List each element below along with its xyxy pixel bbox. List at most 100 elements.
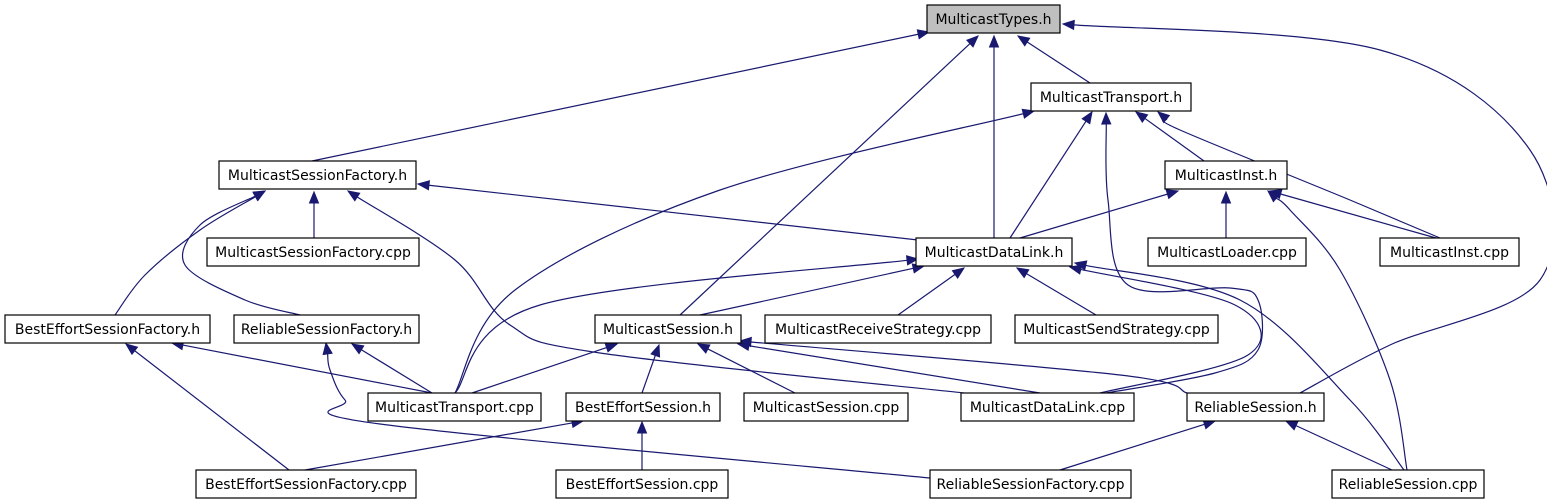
edge-line — [454, 259, 908, 394]
file-node[interactable]: MulticastSession.h — [594, 314, 742, 344]
file-node[interactable]: MulticastSessionFactory.cpp — [206, 237, 420, 267]
edge-line — [304, 422, 573, 471]
file-node[interactable]: BestEffortSessionFactory.h — [4, 314, 211, 344]
file-node[interactable]: ReliableSessionFactory.cpp — [929, 469, 1132, 499]
edge-line — [1059, 423, 1205, 471]
edge-line — [1280, 193, 1437, 239]
dependency-edge — [1134, 111, 1205, 162]
dependency-edge — [1268, 189, 1437, 239]
file-node-label: ReliableSession.h — [1194, 400, 1316, 416]
edge-line — [1144, 117, 1205, 162]
edge-line — [699, 267, 914, 316]
edge-arrowhead — [1016, 35, 1031, 47]
file-node-label: BestEffortSessionFactory.cpp — [205, 477, 407, 493]
edge-line — [641, 355, 656, 394]
dependency-edge — [311, 29, 931, 162]
file-node[interactable]: BestEffortSession.h — [565, 392, 721, 422]
edge-arrowhead — [1068, 264, 1083, 275]
edge-line — [134, 350, 290, 471]
file-node-box — [367, 392, 542, 422]
edge-arrowhead — [738, 336, 752, 348]
edge-arrowhead — [636, 420, 648, 434]
file-node-label: MulticastReceiveStrategy.cpp — [775, 322, 981, 338]
file-node-box — [1147, 237, 1307, 267]
file-node[interactable]: MulticastLoader.cpp — [1147, 237, 1307, 267]
edge-arrowhead — [696, 343, 711, 354]
dependency-edge — [308, 190, 320, 238]
edge-line — [707, 348, 796, 394]
dependency-edge — [696, 343, 796, 394]
file-node[interactable]: MulticastInst.cpp — [1379, 237, 1520, 267]
edge-line — [428, 184, 919, 241]
file-node: MulticastTypes.h — [926, 4, 1061, 34]
dependency-edge — [124, 343, 290, 471]
dependency-edge — [1059, 419, 1217, 471]
dependency-edge — [636, 420, 648, 470]
edge-arrowhead — [988, 34, 1000, 48]
edge-line — [1009, 120, 1087, 239]
dependency-edge — [346, 190, 965, 394]
dependency-edge — [170, 340, 433, 394]
file-node[interactable]: ReliableSession.cpp — [1331, 469, 1485, 499]
file-node-label: BestEffortSession.h — [575, 400, 711, 416]
file-node-label: MulticastTypes.h — [935, 12, 1051, 28]
edge-arrowhead — [1061, 19, 1075, 31]
file-nodes: MulticastTypes.hMulticastTransport.hMult… — [4, 4, 1520, 499]
edge-arrowhead — [905, 255, 920, 266]
file-node-box — [764, 314, 992, 344]
dependency-edge — [322, 341, 931, 479]
dependency-edge — [988, 34, 1000, 238]
file-node[interactable]: ReliableSessionFactory.h — [233, 314, 420, 344]
dependency-edge — [1009, 110, 1093, 239]
file-node-box — [1379, 237, 1520, 267]
edge-arrowhead — [350, 343, 365, 355]
file-node[interactable]: MulticastTransport.cpp — [367, 392, 542, 422]
dependency-edge — [471, 342, 619, 394]
file-node[interactable]: MulticastSessionFactory.h — [218, 160, 417, 190]
edge-line — [1105, 123, 1264, 394]
file-node[interactable]: MulticastSendStrategy.cpp — [1014, 314, 1219, 344]
file-node-label: BestEffortSession.cpp — [566, 477, 719, 493]
file-node-box — [1186, 392, 1325, 422]
edge-arrowhead — [1220, 190, 1232, 204]
file-node-label: MulticastSessionFactory.cpp — [215, 245, 411, 261]
dependency-edge — [181, 190, 301, 316]
dependency-edge — [1016, 35, 1091, 84]
file-node[interactable]: BestEffortSession.cpp — [555, 469, 729, 499]
file-node-box — [1164, 160, 1288, 190]
edge-line — [327, 353, 931, 479]
edge-line — [748, 345, 1041, 394]
file-node[interactable]: MulticastSession.cpp — [743, 392, 909, 422]
edge-line — [182, 344, 433, 394]
file-node-label: MulticastDataLink.cpp — [970, 400, 1125, 416]
edge-line — [679, 43, 971, 316]
file-node[interactable]: MulticastTransport.h — [1030, 82, 1192, 112]
dependency-edge — [1284, 420, 1393, 471]
file-node-box — [594, 314, 742, 344]
file-node-label: ReliableSession.cpp — [1339, 477, 1478, 493]
file-node[interactable]: MulticastDataLink.cpp — [960, 392, 1135, 422]
edge-arrowhead — [346, 190, 361, 202]
file-node[interactable]: MulticastInst.h — [1164, 160, 1288, 190]
dependency-edge — [1101, 111, 1264, 394]
file-node[interactable]: MulticastReceiveStrategy.cpp — [764, 314, 992, 344]
dependency-edge — [1015, 267, 1097, 316]
dependency-edge — [897, 267, 966, 316]
file-node[interactable]: MulticastDataLink.h — [915, 237, 1073, 267]
file-node-label: MulticastInst.cpp — [1390, 245, 1509, 261]
edge-line — [311, 33, 919, 162]
edge-arrowhead — [1267, 190, 1281, 203]
edge-arrowhead — [1101, 111, 1112, 125]
file-node-box — [960, 392, 1135, 422]
edge-arrowhead — [124, 343, 139, 356]
file-node[interactable]: ReliableSession.h — [1186, 392, 1325, 422]
file-node[interactable]: BestEffortSessionFactory.cpp — [195, 469, 417, 499]
dependency-edge — [641, 343, 661, 394]
edge-line — [1080, 268, 1262, 394]
edge-line — [454, 113, 1024, 394]
file-node-label: MulticastTransport.h — [1040, 90, 1182, 106]
edge-arrowhead — [650, 343, 661, 358]
edge-line — [750, 341, 1188, 394]
dependency-edge — [1019, 189, 1180, 239]
file-node-box — [1030, 82, 1192, 112]
